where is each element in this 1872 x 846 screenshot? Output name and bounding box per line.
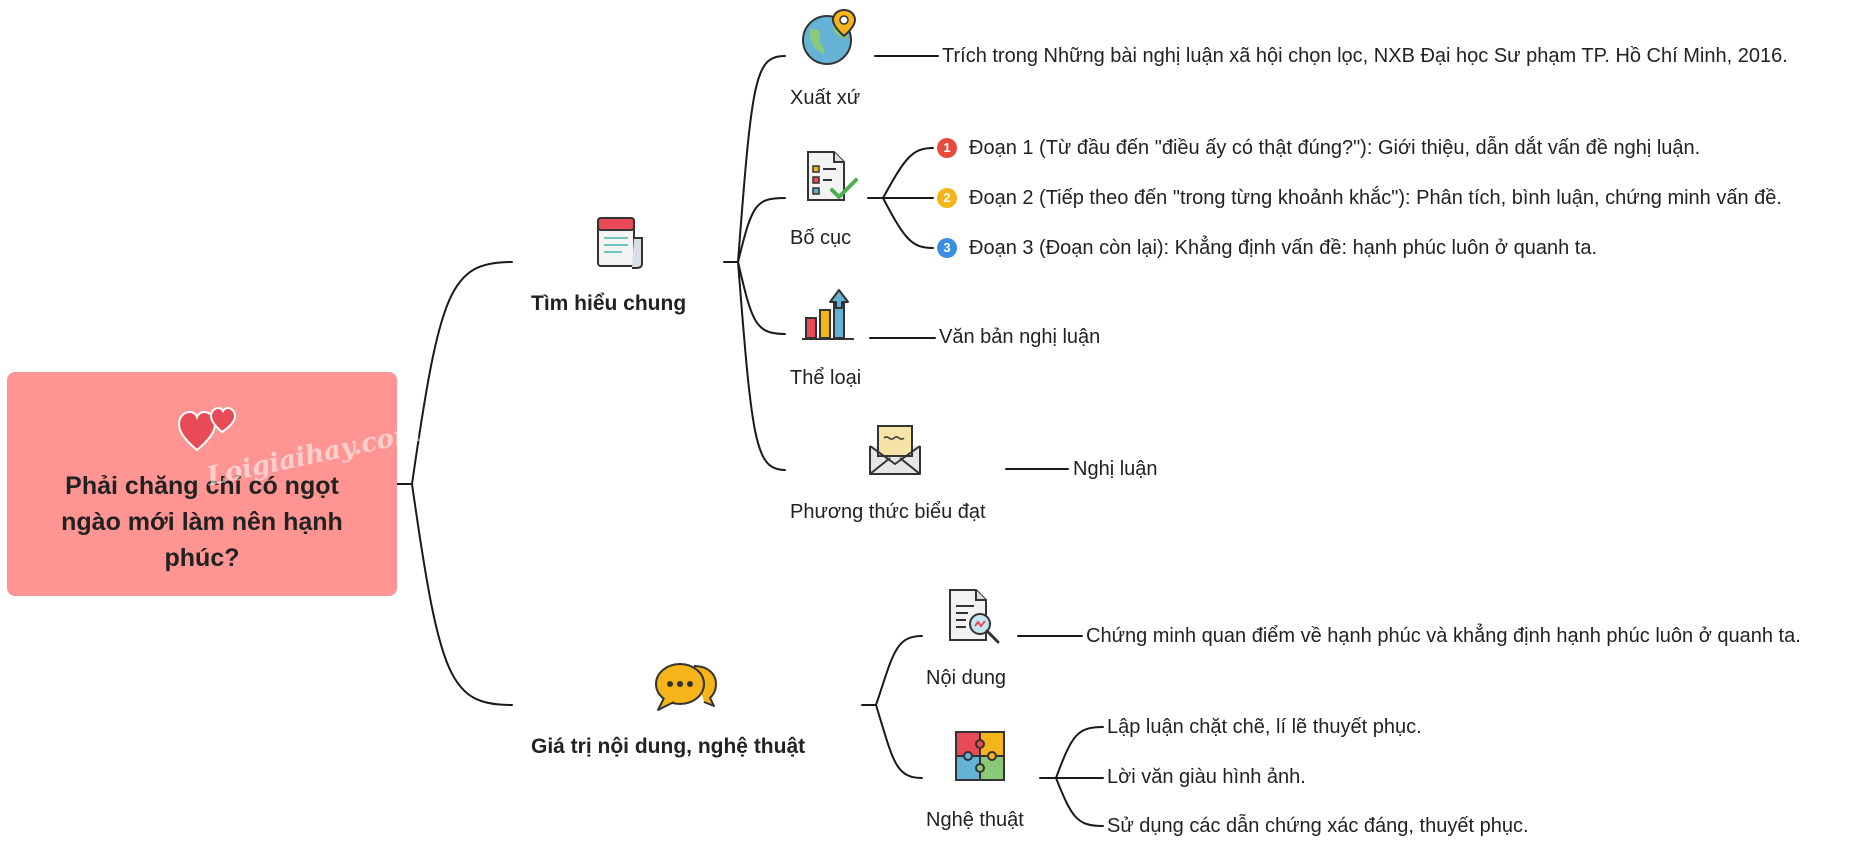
root-node: Phải chăng chỉ có ngọt ngào mới làm nên … — [7, 372, 397, 596]
branch-gia-tri: Giá trị nội dung, nghệ thuật — [531, 735, 806, 758]
nghe-thuat-item-1: Lập luận chặt chẽ, lí lẽ thuyết phục. — [1107, 716, 1422, 738]
noi-dung-detail: Chứng minh quan điểm về hạnh phúc và khẳ… — [1086, 625, 1801, 647]
root-title-line: phúc? — [164, 544, 240, 572]
newspaper-icon — [597, 217, 643, 269]
xuat-xu-detail: Trích trong Những bài nghị luận xã hội c… — [942, 45, 1788, 67]
number-badge-2: 2 — [937, 188, 957, 208]
nghe-thuat-item-2: Lời văn giàu hình ảnh. — [1107, 766, 1306, 788]
bar-chart-icon — [802, 289, 854, 340]
bo-cuc-item-3: Đoạn 3 (Đoạn còn lại): Khẳng định vấn đề… — [969, 237, 1598, 259]
the-loai-detail: Văn bản nghị luận — [939, 326, 1101, 348]
nghe-thuat-item-3: Sử dụng các dẫn chứng xác đáng, thuyết p… — [1107, 815, 1529, 837]
node-the-loai: Thể loại — [790, 367, 862, 389]
document-search-icon — [949, 589, 1000, 644]
branch-tim-hieu-chung: Tìm hiểu chung — [531, 292, 687, 315]
puzzle-icon — [955, 731, 1005, 781]
node-xuat-xu: Xuất xứ — [790, 87, 861, 109]
speech-bubbles-icon — [655, 663, 717, 711]
root-title: Phải chăng chỉ có ngọt ngào mới làm nên … — [7, 468, 397, 576]
hearts-icon — [177, 406, 237, 452]
envelope-icon — [869, 425, 921, 475]
number-badge-3: 3 — [937, 238, 957, 258]
node-bo-cuc: Bố cục — [790, 227, 852, 249]
node-phuong-thuc-bieu-dat: Phương thức biểu đạt — [790, 501, 986, 523]
root-title-line: ngào mới làm nên hạnh — [61, 508, 343, 536]
bo-cuc-item-2: Đoạn 2 (Tiếp theo đến "trong từng khoảnh… — [969, 187, 1782, 209]
phuong-thuc-detail: Nghị luận — [1073, 458, 1158, 480]
globe-pin-icon — [802, 8, 857, 65]
checklist-icon — [807, 151, 858, 201]
node-noi-dung: Nội dung — [926, 667, 1007, 689]
node-nghe-thuat: Nghệ thuật — [926, 809, 1024, 831]
bo-cuc-item-1: Đoạn 1 (Từ đầu đến "điều ấy có thật đúng… — [969, 137, 1701, 159]
root-title-line: Phải chăng chỉ có ngọt — [65, 472, 339, 500]
number-badge-1: 1 — [937, 138, 957, 158]
